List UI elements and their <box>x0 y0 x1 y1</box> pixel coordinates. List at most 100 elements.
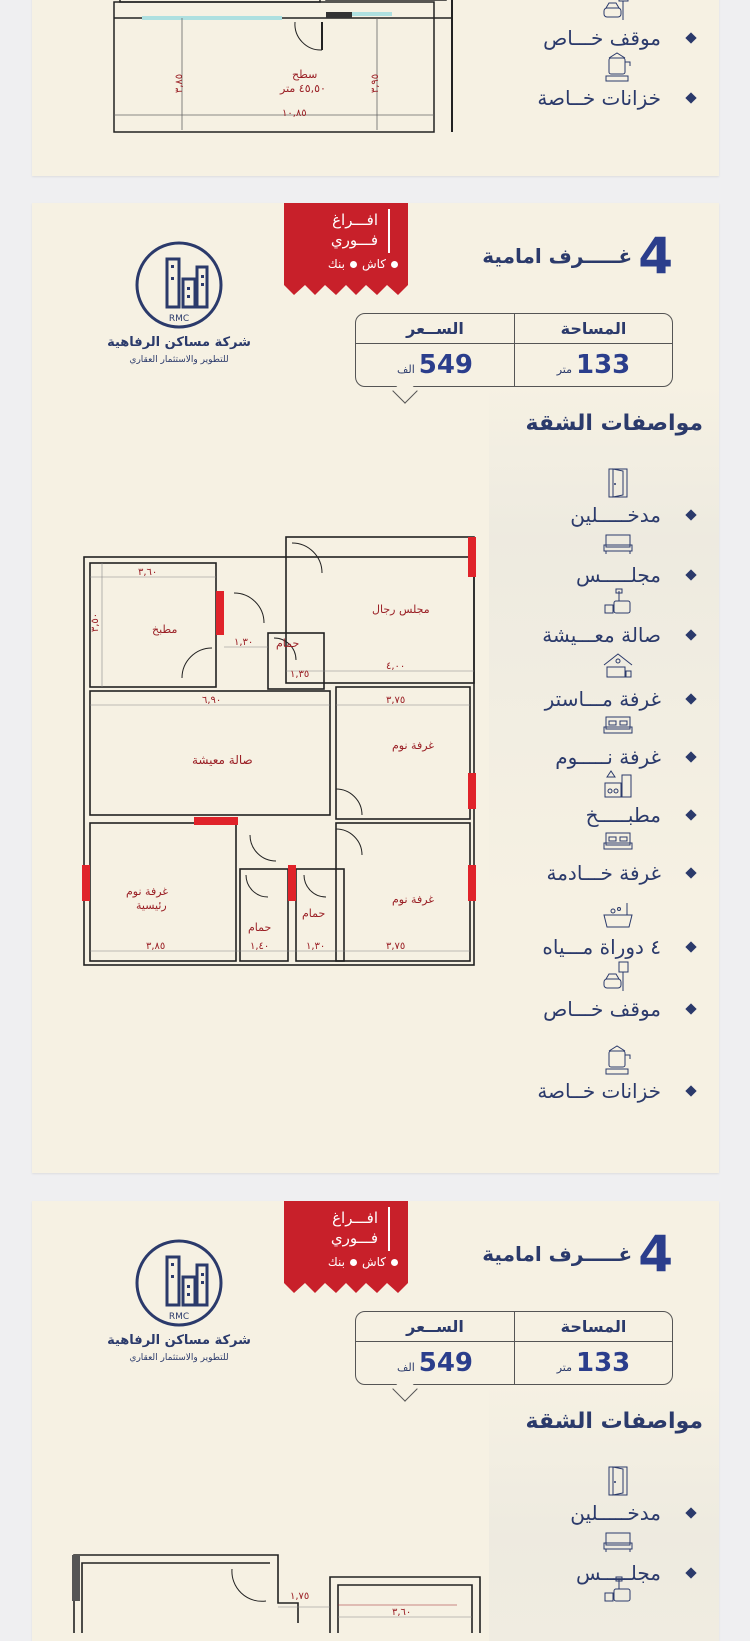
dimension-label: ١,٧٥ <box>290 1591 310 1602</box>
dot-icon <box>391 260 398 268</box>
price-column: الســعر 549الف <box>356 314 514 386</box>
bullet <box>685 1085 697 1097</box>
dimension-label: ٣,٦٠ <box>138 567 158 578</box>
parking-icon <box>603 961 629 991</box>
ribbon-line2: فـــوري <box>330 1229 378 1247</box>
ribbon-line2: فـــوري <box>330 231 378 249</box>
roof-area: ٤٥,٥٠ متر <box>280 82 326 95</box>
bullet <box>685 941 697 953</box>
section-title: مواصفات الشقة <box>525 411 703 436</box>
door-icon <box>608 468 628 498</box>
bullet <box>685 751 697 763</box>
listing-card-previous[interactable]: سطح ٤٥,٥٠ متر ٣,٨٥ ٣,٩٥ ١٠,٨٥ موقف خـــا… <box>32 0 719 176</box>
dimension-label: ٣,٨٥ <box>146 941 166 952</box>
room-master: غرفة نوم <box>126 885 169 898</box>
dot-icon <box>349 260 357 268</box>
floor-plan-labels: سطح ٤٥,٥٠ متر ٣,٨٥ ٣,٩٥ ١٠,٨٥ <box>112 0 492 150</box>
bullet <box>685 1003 697 1015</box>
company-name: شركة مساكن الرفاهية <box>107 335 251 350</box>
dimension-label: ١,٣٠ <box>234 637 254 648</box>
floor-plan-labels: ١,٧٥ ٣,٦٠ <box>72 1553 492 1633</box>
bullet <box>685 92 697 104</box>
rmc-logo-icon: RMC <box>135 241 223 329</box>
kitchen-icon <box>604 770 632 798</box>
area-column: المساحة 133متر <box>514 1312 672 1384</box>
feature-item: مدخـــــلين <box>495 467 697 527</box>
feature-item: صالة معـــيشة <box>495 587 697 647</box>
feature-label: مجلـــــس <box>575 563 661 587</box>
room-master-sub: رئيسية <box>136 899 167 912</box>
rooms-headline: 4 غـــــرف امامية <box>482 231 673 281</box>
living-room-icon <box>604 1576 631 1602</box>
sofa-icon <box>603 534 633 554</box>
roof-label: سطح <box>292 68 318 81</box>
company-logo: RMC شركة مساكن الرفاهية للتطوير والاستثم… <box>104 237 254 365</box>
features-list: مدخـــــلين مجلـــــس <box>495 1465 697 1641</box>
floor-plan-partial <box>113 0 453 133</box>
feature-label: غرفة نـــــوم <box>555 745 661 769</box>
floor-plan-labels: مطبخ مجلس رجال حمام صالة معيشة غرفة نوم … <box>82 533 492 973</box>
feature-item: موقف خـــاص <box>495 0 697 50</box>
feature-label: غرفة مـــاستر <box>544 687 661 711</box>
ribbon-line1: افـــراغ <box>332 211 378 229</box>
price-value: 549 <box>418 1348 474 1378</box>
company-tagline: للتطوير والاستثمار العقاري <box>129 1353 229 1363</box>
bullet <box>685 867 697 879</box>
area-label: المساحة <box>515 1312 672 1342</box>
dimension-label: ٣,٦٠ <box>392 1607 412 1618</box>
rmc-logo-icon: RMC <box>135 1239 223 1327</box>
area-column: المساحة 133متر <box>514 314 672 386</box>
zigzag-edge <box>284 283 408 295</box>
dimension-label: ٣,٨٥ <box>174 73 186 94</box>
room-living: صالة معيشة <box>192 753 253 767</box>
zigzag-edge <box>284 1281 408 1293</box>
area-unit: متر <box>556 1361 572 1374</box>
master-bedroom-icon <box>603 653 633 678</box>
feature-label: صالة معـــيشة <box>542 623 661 647</box>
bullet <box>685 1507 697 1519</box>
room-bedroom: غرفة نوم <box>392 739 435 752</box>
feature-item: ٤ دوراة مـــياه <box>495 899 697 959</box>
feature-label: مدخـــــلين <box>570 503 661 527</box>
feature-label: ٤ دوراة مـــياه <box>542 935 661 959</box>
listing-card[interactable]: افـــراغ فـــوري كاش بنك RMC شركة مساكن … <box>32 203 719 1173</box>
feature-label: خزانات خــاصة <box>537 1079 661 1103</box>
section-title: مواصفات الشقة <box>525 1409 703 1434</box>
room-bath: حمام <box>248 921 272 934</box>
pay-cash: كاش <box>361 257 386 271</box>
feature-item: مطبـــــخ <box>495 767 697 827</box>
rooms-headline: 4 غـــــرف امامية <box>482 1229 673 1279</box>
bed-icon <box>603 716 633 734</box>
price-unit: الف <box>396 1361 415 1374</box>
feature-label: موقف خـــاص <box>543 997 661 1021</box>
features-list: مدخـــــلين مجلـــــس صالة معـــيشة غرفة… <box>495 467 697 1117</box>
bed-icon <box>603 832 633 850</box>
water-tank-icon <box>605 52 631 82</box>
price-label: الســعر <box>356 314 514 344</box>
room-bath: حمام <box>276 637 300 650</box>
floor-plan-partial <box>72 1554 481 1633</box>
company-logo: RMC شركة مساكن الرفاهية للتطوير والاستثم… <box>104 1235 254 1363</box>
features-list: موقف خـــاص خزانات خــاصة <box>495 0 697 150</box>
bullet <box>685 809 697 821</box>
feature-item: غرفة نـــــوم <box>495 709 697 769</box>
ribbon-line1: افـــراغ <box>332 1209 378 1227</box>
area-label: المساحة <box>515 314 672 344</box>
price-value: 549 <box>418 350 474 380</box>
feature-label: مدخـــــلين <box>570 1501 661 1525</box>
feature-item: مجلـــــس <box>495 527 697 587</box>
rooms-count: 4 <box>638 1225 673 1283</box>
dot-icon <box>349 1258 357 1266</box>
feature-item: مدخـــــلين <box>495 1465 697 1525</box>
pay-cash: كاش <box>361 1255 386 1269</box>
dimension-label: ٦,٩٠ <box>202 695 222 706</box>
price-label: الســعر <box>356 1312 514 1342</box>
ribbon-divider <box>388 1207 390 1251</box>
room-kitchen: مطبخ <box>152 623 178 636</box>
room-bath: حمام <box>302 907 326 920</box>
price-unit: الف <box>396 363 415 376</box>
payment-methods: كاش بنك <box>328 1255 398 1269</box>
feature-label: غرفة خـــادمة <box>546 861 661 885</box>
feature-label: خزانات خــاصة <box>537 86 661 110</box>
listing-card-next[interactable]: افـــراغ فـــوري كاش بنك RMC شركة مساكن … <box>32 1201 719 1641</box>
